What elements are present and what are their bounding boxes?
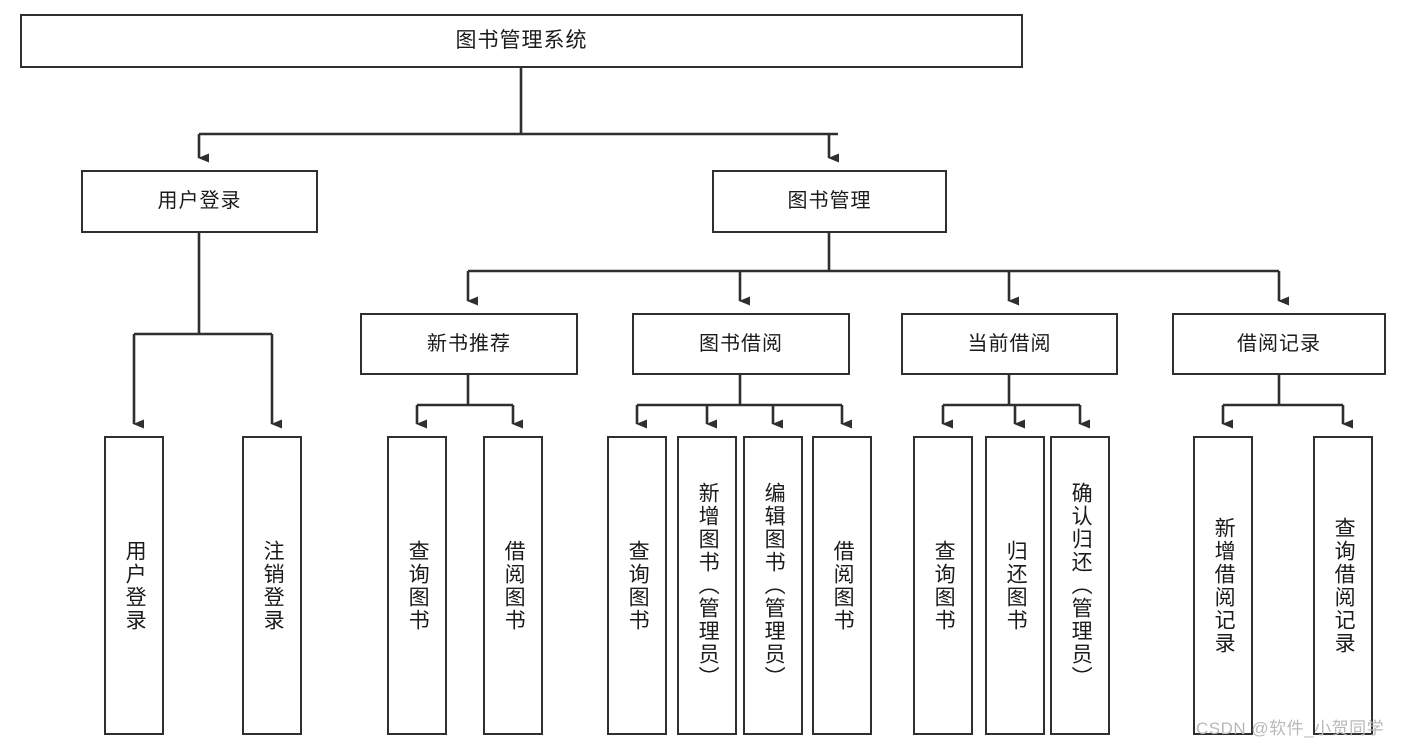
node-current-borrow[interactable]: 当前借阅 — [901, 313, 1118, 375]
node-book-borrow[interactable]: 图书借阅 — [632, 313, 850, 375]
leaf-query-book-borrow[interactable]: 查询图书 — [607, 436, 667, 735]
node-label: 确认归还（管理员） — [1069, 482, 1093, 689]
node-label: 图书管理系统 — [455, 28, 588, 52]
node-label: 查询图书 — [406, 539, 430, 632]
node-label: 新增图书（管理员） — [696, 482, 720, 689]
node-label: 图书借阅 — [699, 332, 783, 355]
leaf-add-book-admin[interactable]: 新增图书（管理员） — [677, 436, 737, 735]
node-label: 归还图书 — [1004, 539, 1028, 632]
leaf-query-book-recommend[interactable]: 查询图书 — [387, 436, 447, 735]
node-label: 编辑图书（管理员） — [762, 482, 786, 689]
leaf-borrow-book[interactable]: 借阅图书 — [812, 436, 872, 735]
node-book-management[interactable]: 图书管理 — [712, 170, 947, 233]
leaf-confirm-return-admin[interactable]: 确认归还（管理员） — [1050, 436, 1110, 735]
node-label: 用户登录 — [157, 190, 242, 212]
leaf-return-book[interactable]: 归还图书 — [985, 436, 1045, 735]
leaf-query-borrow-record[interactable]: 查询借阅记录 — [1313, 436, 1373, 735]
node-label: 查询图书 — [932, 539, 956, 632]
node-label: 图书管理 — [787, 190, 872, 212]
node-user-login[interactable]: 用户登录 — [81, 170, 318, 233]
node-label: 当前借阅 — [967, 332, 1052, 355]
leaf-borrow-book-recommend[interactable]: 借阅图书 — [483, 436, 543, 735]
node-borrow-record[interactable]: 借阅记录 — [1172, 313, 1386, 375]
leaf-user-login[interactable]: 用户登录 — [104, 436, 164, 735]
node-label: 查询借阅记录 — [1332, 516, 1356, 655]
node-label: 借阅图书 — [831, 539, 855, 632]
leaf-edit-book-admin[interactable]: 编辑图书（管理员） — [743, 436, 803, 735]
node-label: 查询图书 — [626, 539, 650, 632]
node-label: 借阅图书 — [502, 539, 526, 632]
node-label: 新书推荐 — [427, 332, 511, 355]
node-label: 用户登录 — [123, 539, 147, 632]
node-label: 注销登录 — [261, 539, 285, 632]
node-label: 新增借阅记录 — [1212, 516, 1236, 655]
node-root-system[interactable]: 图书管理系统 — [20, 14, 1023, 68]
leaf-add-borrow-record[interactable]: 新增借阅记录 — [1193, 436, 1253, 735]
node-new-book-recommend[interactable]: 新书推荐 — [360, 313, 578, 375]
leaf-query-book-current[interactable]: 查询图书 — [913, 436, 973, 735]
node-label: 借阅记录 — [1237, 332, 1321, 355]
leaf-logout[interactable]: 注销登录 — [242, 436, 302, 735]
